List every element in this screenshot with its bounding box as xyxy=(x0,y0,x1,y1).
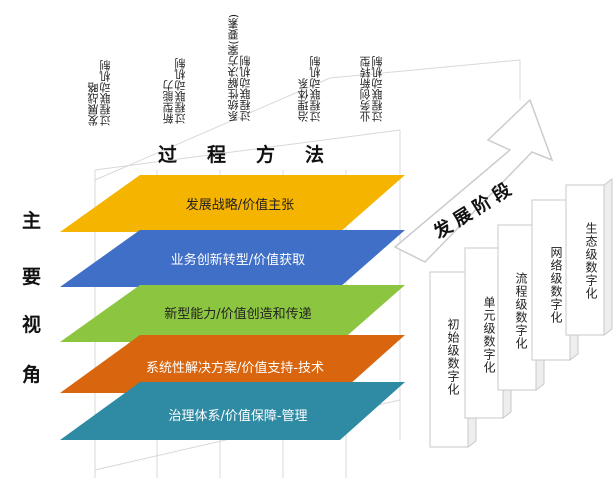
stage-step xyxy=(429,271,469,448)
stage-label: 流程级数字化 xyxy=(514,272,528,350)
layer-label: 业务创新转型/价值获取 xyxy=(170,253,306,268)
stage-arrow xyxy=(393,98,554,263)
layer-shape xyxy=(60,175,405,232)
stage-label: 网络级数字化 xyxy=(549,246,563,324)
primary-view-char: 要 xyxy=(22,266,42,288)
layer-shape xyxy=(60,382,405,440)
primary-view-char: 视 xyxy=(22,314,42,336)
stage-step xyxy=(531,199,571,361)
stage-step-side xyxy=(603,178,613,336)
layer-stack xyxy=(60,175,405,440)
stage-label: 单元级数字化 xyxy=(482,296,496,374)
primary-view-char: 角 xyxy=(22,364,42,386)
layer-shape xyxy=(60,230,405,287)
mechanism-label: 新型能力过程联动机制 xyxy=(162,58,187,124)
mechanism-label: 发展战略过程联动机制 xyxy=(87,60,112,126)
primary-view-char: 主 xyxy=(22,210,42,232)
mechanism-label: 治理体系过程联动机制 xyxy=(297,56,322,122)
stage-label: 生态级数字化 xyxy=(584,222,598,300)
layer-label: 发展战略/价值主张 xyxy=(185,198,295,213)
layer-shape xyxy=(60,335,405,393)
stage-label: 初始级数字化 xyxy=(446,318,460,396)
layer-label: 治理体系/价值保障-管理 xyxy=(168,409,308,424)
stage-steps xyxy=(429,178,613,448)
method-title: 过程方法 xyxy=(158,144,326,166)
mechanism-label: 系统性解决方案(要素)过程联动机制 xyxy=(227,14,252,122)
layer-label: 新型能力/价值创造和传递 xyxy=(164,307,312,322)
stage-step xyxy=(565,184,605,336)
layer-shape xyxy=(60,285,405,342)
layer-label: 系统性解决方案/价值支持-技术 xyxy=(145,361,325,376)
mechanism-label: 业务创新转型过程联动机制 xyxy=(359,56,384,122)
